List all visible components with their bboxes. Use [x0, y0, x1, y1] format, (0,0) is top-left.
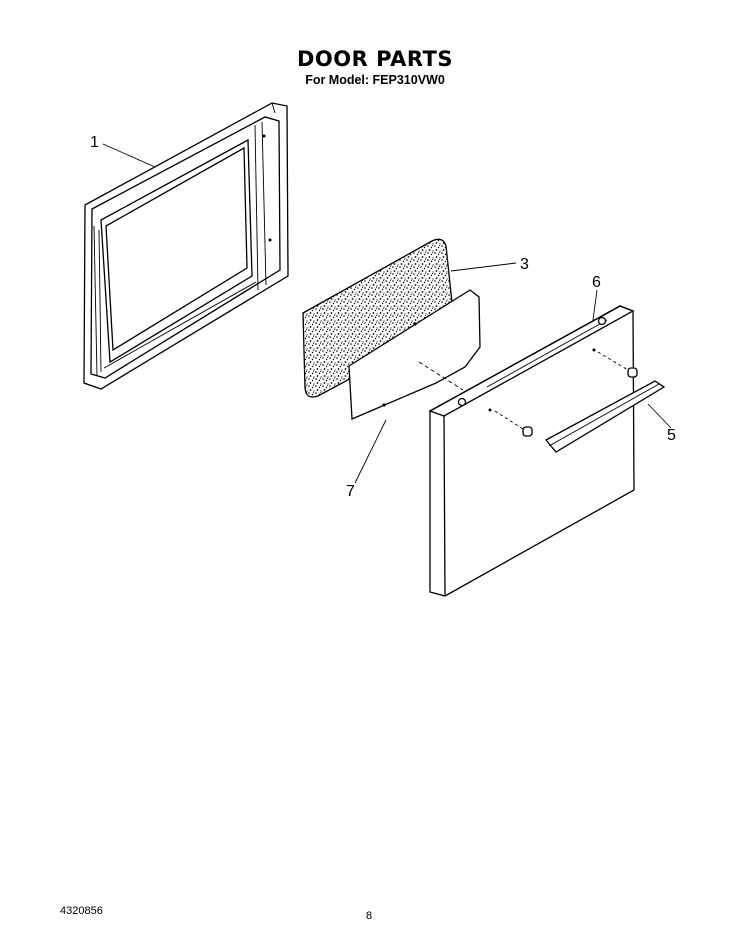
outer-door-panel	[428, 305, 635, 597]
callout-5: 5	[667, 427, 676, 444]
callout-7: 7	[346, 483, 355, 500]
callout-6: 6	[592, 274, 601, 291]
catalog-number: 4320856	[60, 905, 103, 917]
model-subtitle: For Model: FEP310VW0	[305, 73, 445, 87]
leader-line-6	[592, 289, 598, 321]
inner-door-liner	[83, 102, 289, 390]
door-handle	[494, 351, 666, 453]
leader-line-5	[647, 403, 672, 429]
page-number: 8	[366, 910, 373, 922]
callout-3: 3	[520, 256, 529, 273]
leader-line-1	[102, 143, 156, 168]
insulation-retainer	[348, 289, 481, 420]
leader-line-3	[450, 262, 517, 272]
page-title: DOOR PARTS	[296, 47, 453, 71]
leader-line-7	[354, 419, 387, 484]
callout-1: 1	[90, 134, 99, 151]
